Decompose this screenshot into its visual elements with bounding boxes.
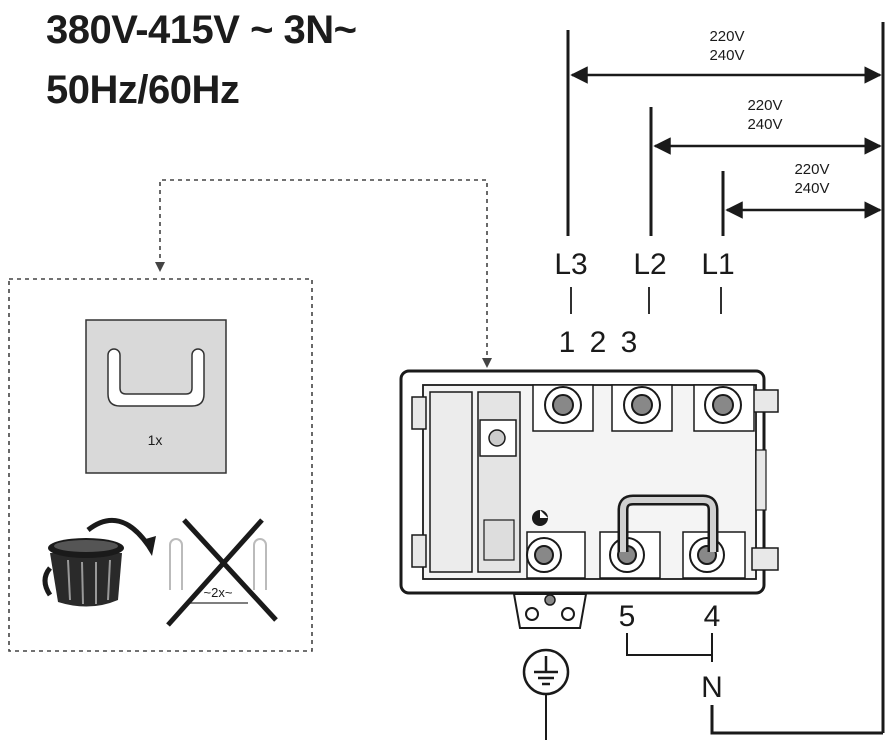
bridge-icon bbox=[107, 348, 205, 407]
terminal-screw-1 bbox=[532, 384, 594, 432]
voltage-label-top: 220V bbox=[709, 28, 744, 45]
earth-terminal-screw bbox=[526, 510, 586, 579]
phase-label-l1: L1 bbox=[701, 248, 734, 281]
voltage-label-bottom: 240V bbox=[794, 180, 829, 197]
dashed-arrowhead-right bbox=[482, 358, 492, 368]
dashed-arrowhead-left bbox=[155, 262, 165, 272]
voltage-label-bottom: 240V bbox=[747, 116, 782, 133]
voltage-title: 380V-415V ~ 3N~ bbox=[46, 8, 357, 52]
terminal-number-1: 1 bbox=[559, 326, 576, 359]
voltage-label-bottom: 240V bbox=[709, 47, 744, 64]
phase-label-l3: L3 bbox=[554, 248, 587, 281]
ground-symbol-icon bbox=[522, 648, 570, 740]
instruction-box bbox=[8, 278, 313, 652]
terminal-number-2: 2 bbox=[590, 326, 607, 359]
terminal-number-3: 3 bbox=[621, 326, 638, 359]
voltage-label-top: 220V bbox=[794, 161, 829, 178]
bridge-quantity-label: 1x bbox=[148, 432, 163, 448]
phase-label-l2: L2 bbox=[633, 248, 666, 281]
neutral-label: N bbox=[701, 671, 723, 704]
frequency-title: 50Hz/60Hz bbox=[46, 68, 240, 112]
terminal-number-5: 5 bbox=[619, 600, 636, 633]
voltage-label-top: 220V bbox=[747, 97, 782, 114]
dashed-pointer bbox=[159, 179, 488, 362]
trash-bin-icon bbox=[42, 518, 156, 607]
terminal-screw-5 bbox=[599, 531, 661, 579]
neutral-connection bbox=[626, 633, 883, 735]
earth-clamp bbox=[512, 593, 588, 629]
terminal-screw-3 bbox=[693, 384, 755, 432]
terminal-number-4: 4 bbox=[704, 600, 721, 633]
discard-quantity-label: ~2x~ bbox=[204, 585, 233, 600]
terminal-block-icon bbox=[399, 369, 779, 595]
crossed-out-bridges-icon bbox=[166, 518, 278, 627]
terminal-screw-2 bbox=[611, 384, 673, 432]
